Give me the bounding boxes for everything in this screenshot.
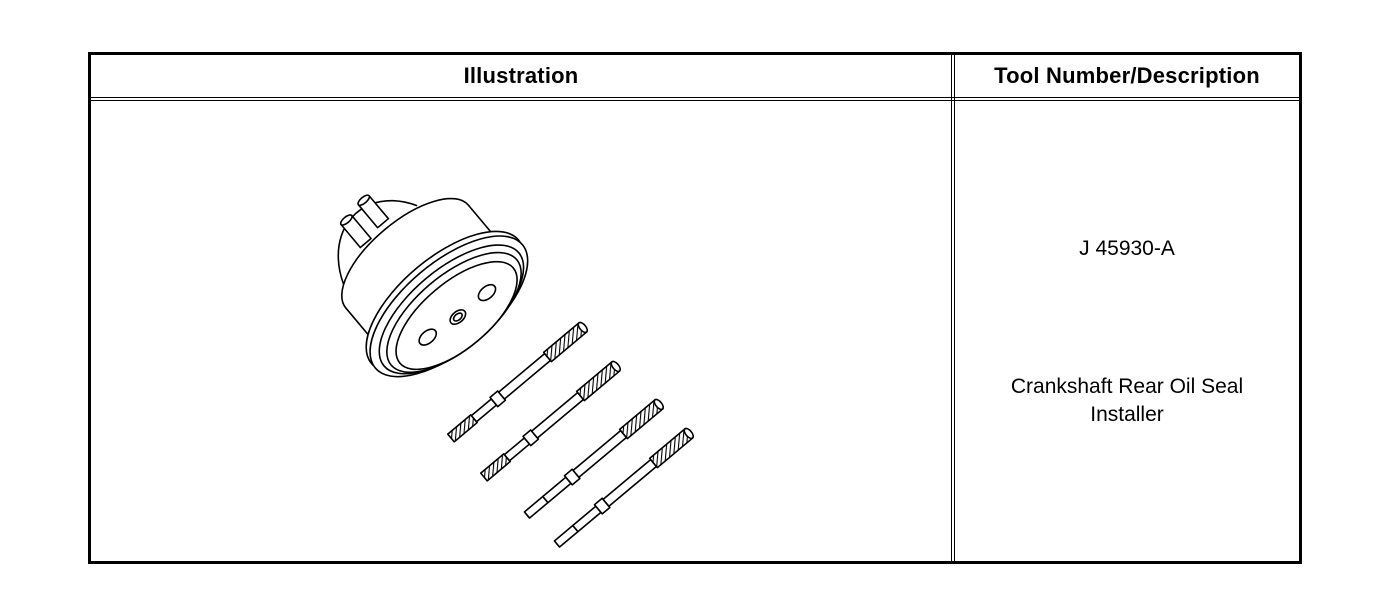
installer-body <box>337 194 529 378</box>
tool-info-cell: J 45930-A Crankshaft Rear Oil Seal Insta… <box>955 101 1299 561</box>
tool-number: J 45930-A <box>1079 237 1175 260</box>
locating-pin <box>339 214 372 249</box>
guide-pin <box>553 427 695 548</box>
guide-pin <box>479 360 622 482</box>
tool-description-line: Installer <box>1090 403 1164 426</box>
tool-description-line: Crankshaft Rear Oil Seal <box>1010 375 1244 398</box>
column-divider <box>951 55 955 561</box>
guide-pin <box>446 321 589 443</box>
header-illustration: Illustration <box>463 63 579 88</box>
header-tool-number-description: Tool Number/Description <box>994 63 1260 88</box>
tool-table: Illustration Tool Number/Description <box>88 52 1302 564</box>
seal-installer-illustration <box>337 194 695 548</box>
tool-description: Crankshaft Rear Oil Seal Installer <box>955 373 1299 429</box>
table-header-row: Illustration Tool Number/Description <box>91 55 1299 101</box>
guide-pin <box>523 398 665 519</box>
illustration-cell <box>91 101 951 561</box>
locating-pin <box>357 194 390 229</box>
